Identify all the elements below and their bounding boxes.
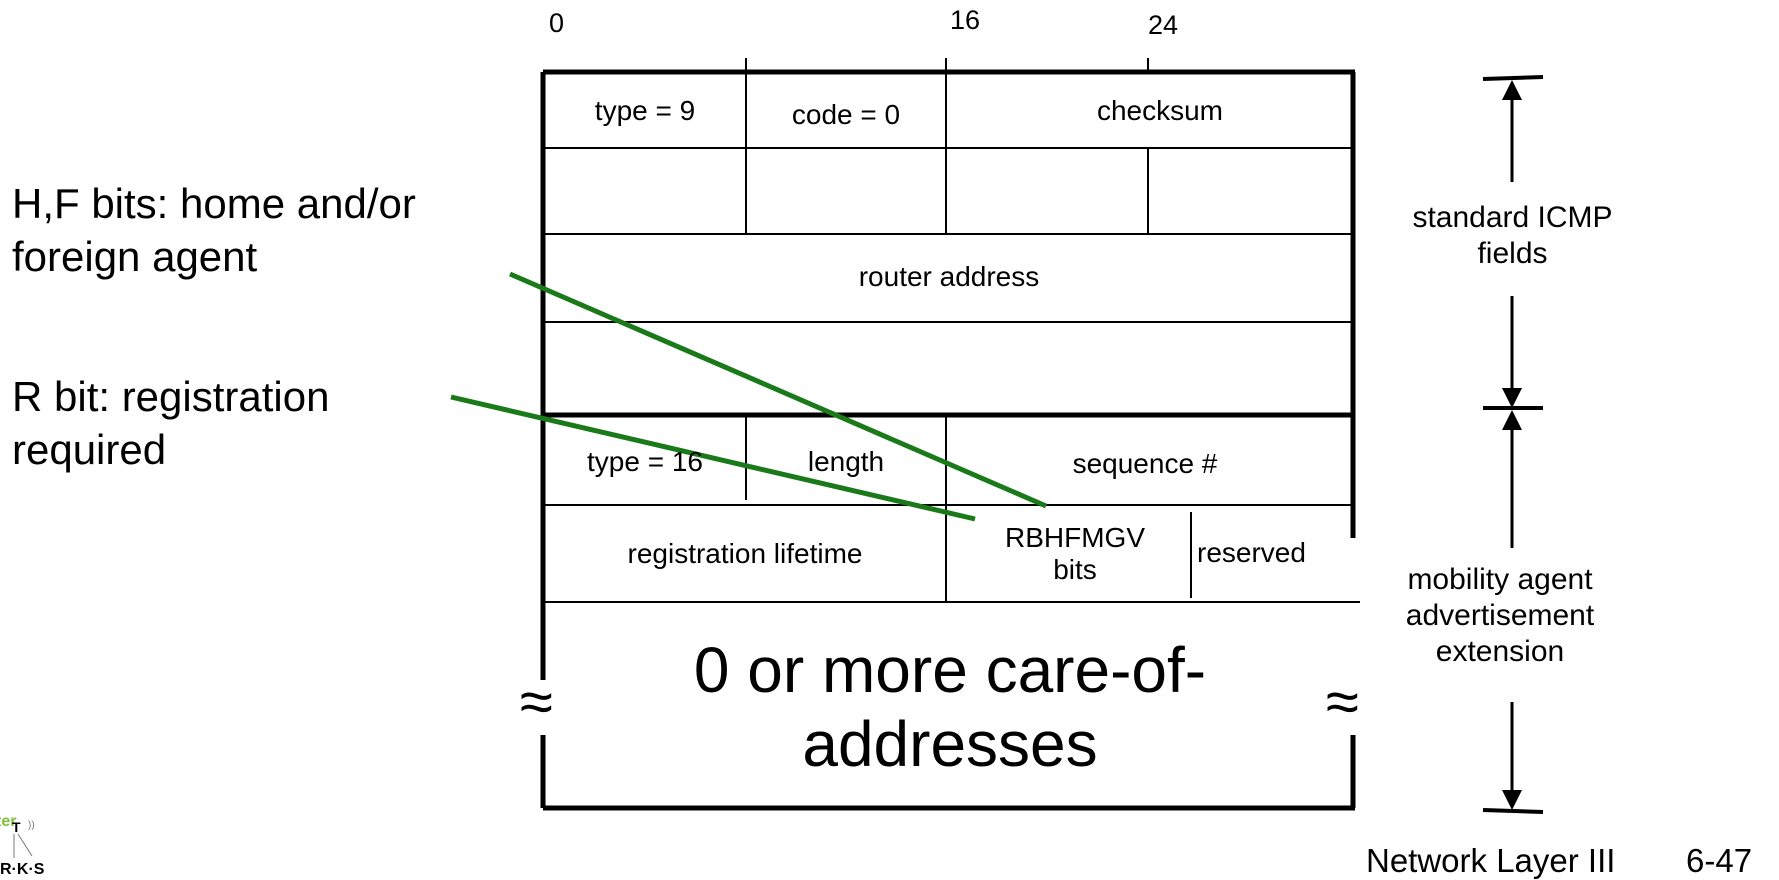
bit-label-0: 0 <box>549 8 565 38</box>
rbhfmgv-bits-field: RBHFMGV bits <box>1005 521 1145 585</box>
logo-image: ter T )) R·K·S <box>0 808 50 879</box>
svg-text:ter: ter <box>0 813 16 830</box>
standard-icmp-fields-label: standard ICMP fields <box>1412 201 1613 270</box>
router-address-field: router address <box>858 260 1040 292</box>
sequence-number-field: sequence # <box>1072 447 1218 479</box>
extension-length-field: length <box>807 445 885 477</box>
icmp-code-field: code = 0 <box>791 98 901 130</box>
svg-text:T: T <box>12 819 21 835</box>
svg-text:R·K·S: R·K·S <box>0 861 45 878</box>
svg-text:)): )) <box>28 820 35 831</box>
hf-bits-pointer-line <box>509 271 1047 509</box>
icmp-checksum-field: checksum <box>1096 94 1224 126</box>
footer-page-number: 6-47 <box>1686 842 1753 879</box>
r-bit-annotation: R bit: registration required <box>12 373 330 473</box>
icmp-type-field: type = 9 <box>594 94 696 126</box>
r-bit-pointer-line <box>450 394 976 522</box>
footer-title: Network Layer III <box>1366 842 1616 879</box>
right-squiggle-icon: ≈ <box>1326 668 1359 735</box>
reserved-field: reserved <box>1197 536 1306 568</box>
registration-lifetime-field: registration lifetime <box>627 537 863 569</box>
bit-label-24: 24 <box>1148 10 1179 40</box>
care-of-addresses-field: 0 or more care-of-addresses <box>693 634 1207 780</box>
hf-bits-annotation: H,F bits: home and/or foreign agent <box>12 180 416 280</box>
left-squiggle-icon: ≈ <box>520 668 553 735</box>
bit-label-16: 16 <box>950 5 981 35</box>
mobility-extension-label: mobility agent advertisement extension <box>1405 563 1595 668</box>
extension-type-field: type = 16 <box>587 445 703 477</box>
